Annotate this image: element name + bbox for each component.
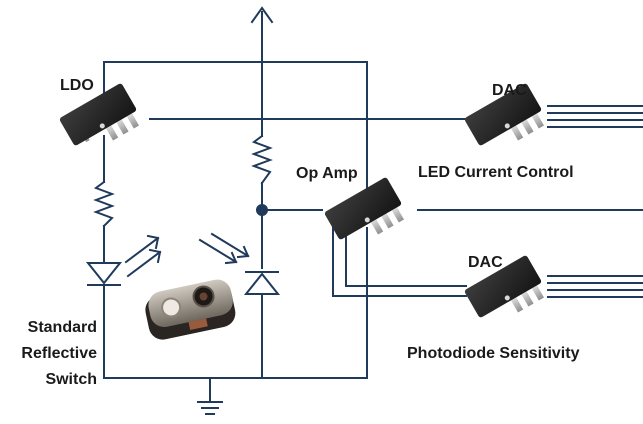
opamp-dac-wire-b [345, 227, 467, 287]
photodiode-sensitivity-label: Photodiode Sensitivity [407, 345, 580, 362]
wires [103, 11, 643, 403]
standard-reflective-switch-line-3: Switch [45, 371, 97, 388]
ground-icon [197, 401, 223, 415]
ic-chip-icon [324, 177, 404, 240]
led-diode-icon [85, 262, 123, 308]
photodiode-icon [243, 271, 281, 319]
optical-sensor-icon [145, 279, 236, 340]
opamp-dac-wire-a [332, 227, 467, 297]
dac-top-label: DAC [492, 82, 527, 99]
light-arrow-icon [198, 232, 250, 265]
ldo-label: LDO [60, 77, 94, 94]
junction-dot [256, 204, 268, 216]
ic-chip-icon [464, 255, 544, 318]
led-current-control-label: LED Current Control [418, 164, 574, 181]
light-arrow-icon [124, 234, 162, 278]
resistor-icon [251, 134, 273, 185]
op-amp-label: Op Amp [296, 165, 358, 182]
resistor-icon [93, 180, 115, 228]
ic-chip-icon [464, 83, 544, 146]
standard-reflective-switch-line-2: Reflective [21, 345, 97, 362]
ic-chip-icon [59, 83, 139, 146]
top-frame-wire [103, 61, 368, 191]
supply-arrow-icon [250, 6, 274, 24]
standard-reflective-switch-line-1: Standard [28, 319, 97, 336]
dac-bottom-label: DAC [468, 254, 503, 271]
